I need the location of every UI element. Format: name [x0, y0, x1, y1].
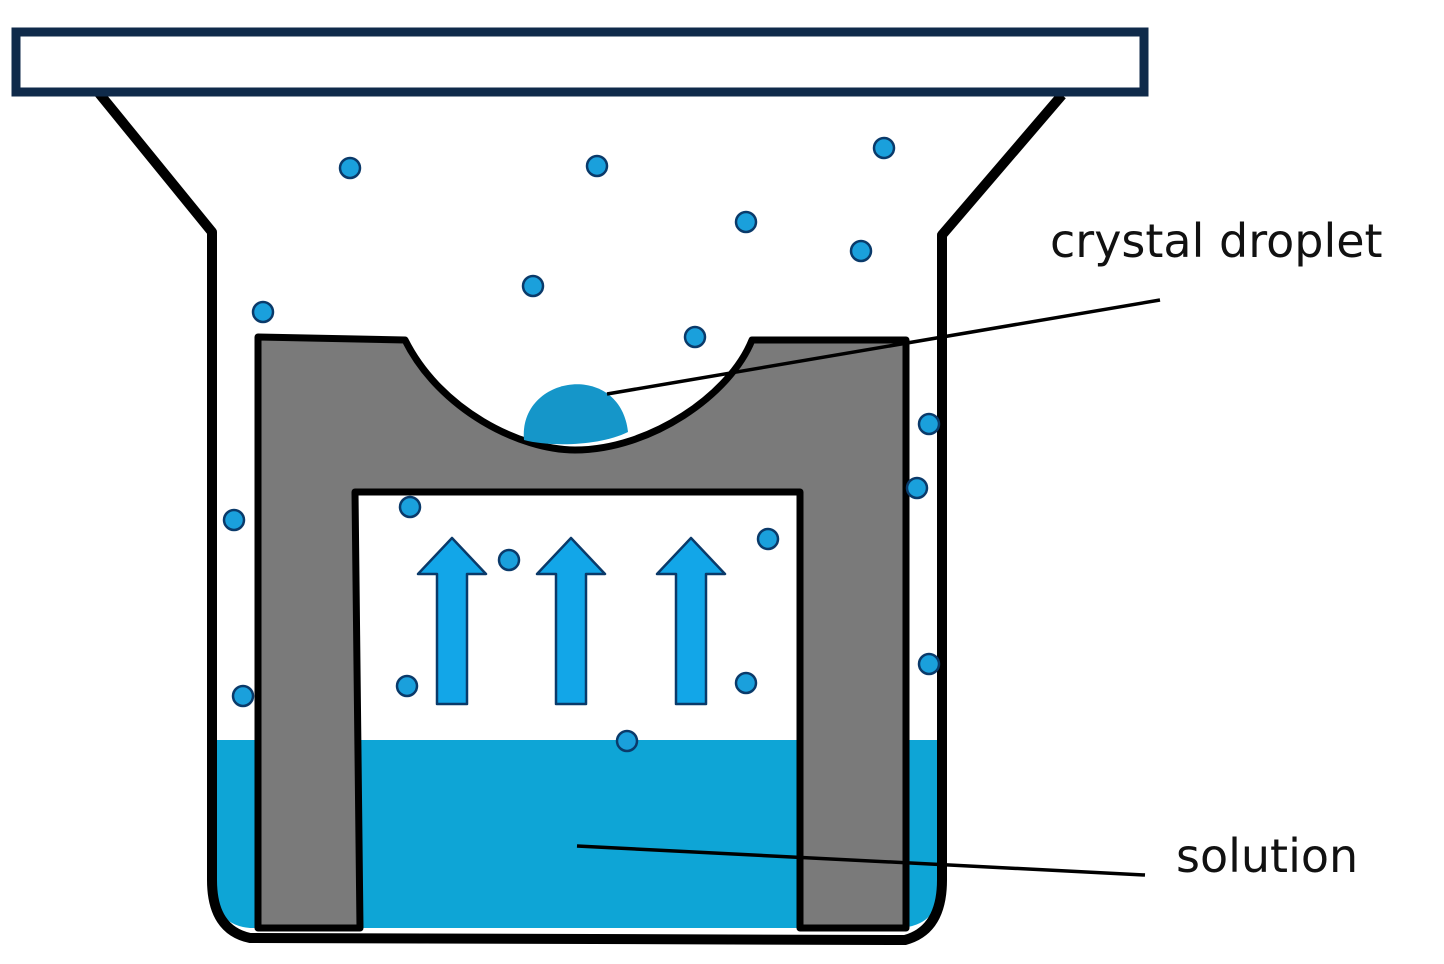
vapor-particle-icon: [872, 136, 896, 160]
vapor-particle-icon: [338, 156, 362, 180]
vapor-particle-icon: [756, 527, 780, 551]
well-outline: [94, 88, 1066, 945]
vapor-particle-icon: [222, 508, 246, 532]
vapor-particle-icon: [497, 548, 521, 572]
vapor-particles: [222, 136, 941, 753]
solution-label: solution: [1176, 829, 1358, 883]
solution-liquid: [216, 740, 938, 928]
vapor-particle-icon: [251, 300, 275, 324]
vapor-particle-icon: [905, 476, 929, 500]
crystal-droplet: [523, 384, 628, 445]
vapor-particle-icon: [231, 684, 255, 708]
vapor-particle-icon: [917, 652, 941, 676]
vapor-particle-icon: [585, 154, 609, 178]
vapor-particle-icon: [615, 729, 639, 753]
up-arrow-icon: [416, 536, 488, 706]
vapor-particle-icon: [734, 210, 758, 234]
crystal-droplet-leader-line: [606, 298, 1161, 396]
cover-lid: [11, 27, 1149, 97]
vapor-particle-icon: [849, 239, 873, 263]
pedestal: [254, 333, 910, 932]
crystal-droplet-label: crystal droplet: [1050, 214, 1383, 268]
diffusion-arrows: [416, 536, 727, 706]
up-arrow-icon: [535, 536, 607, 706]
vapor-particle-icon: [683, 325, 707, 349]
vapor-particle-icon: [398, 495, 422, 519]
vapor-particle-icon: [734, 671, 758, 695]
vapor-particle-icon: [521, 274, 545, 298]
vapor-particle-icon: [395, 674, 419, 698]
solution-leader-line: [576, 844, 1146, 877]
vapor-particle-icon: [917, 412, 941, 436]
up-arrow-icon: [655, 536, 727, 706]
